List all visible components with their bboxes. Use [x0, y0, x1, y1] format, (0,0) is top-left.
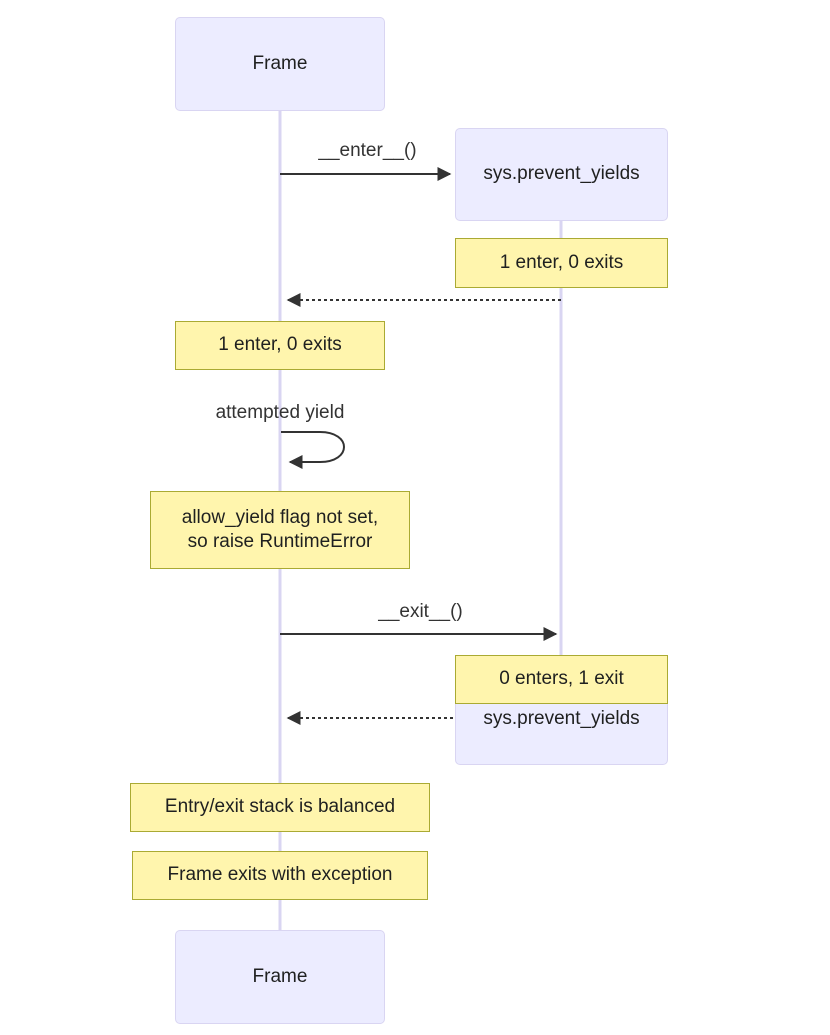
note-sys-1-enter-0-exits: 1 enter, 0 exits	[455, 238, 668, 288]
note-allow-yield-flag: allow_yield flag not set, so raise Runti…	[150, 491, 410, 569]
participant-frame-bottom[interactable]: Frame	[175, 930, 385, 1024]
participant-label: Frame	[252, 965, 308, 987]
message-label-attempted-yield: attempted yield	[215, 402, 345, 423]
message-label-enter: __enter__()	[318, 140, 417, 161]
note-frame-1-enter-0-exits: 1 enter, 0 exits	[175, 321, 385, 370]
message-arrow-self-loop	[281, 431, 345, 469]
participant-sys-prevent-yields-top[interactable]: sys.prevent_yields	[455, 128, 668, 221]
participant-label: sys.prevent_yields	[483, 163, 640, 185]
note-frame-exits-with-exception: Frame exits with exception	[132, 851, 428, 900]
participant-label: Frame	[252, 52, 308, 74]
message-label-exit: __exit__()	[378, 601, 463, 622]
participant-frame-top[interactable]: Frame	[175, 17, 385, 111]
note-sys-0-enters-1-exit: 0 enters, 1 exit	[455, 655, 668, 704]
note-entry-exit-stack-balanced: Entry/exit stack is balanced	[130, 783, 430, 832]
participant-label: sys.prevent_yields	[483, 708, 640, 729]
